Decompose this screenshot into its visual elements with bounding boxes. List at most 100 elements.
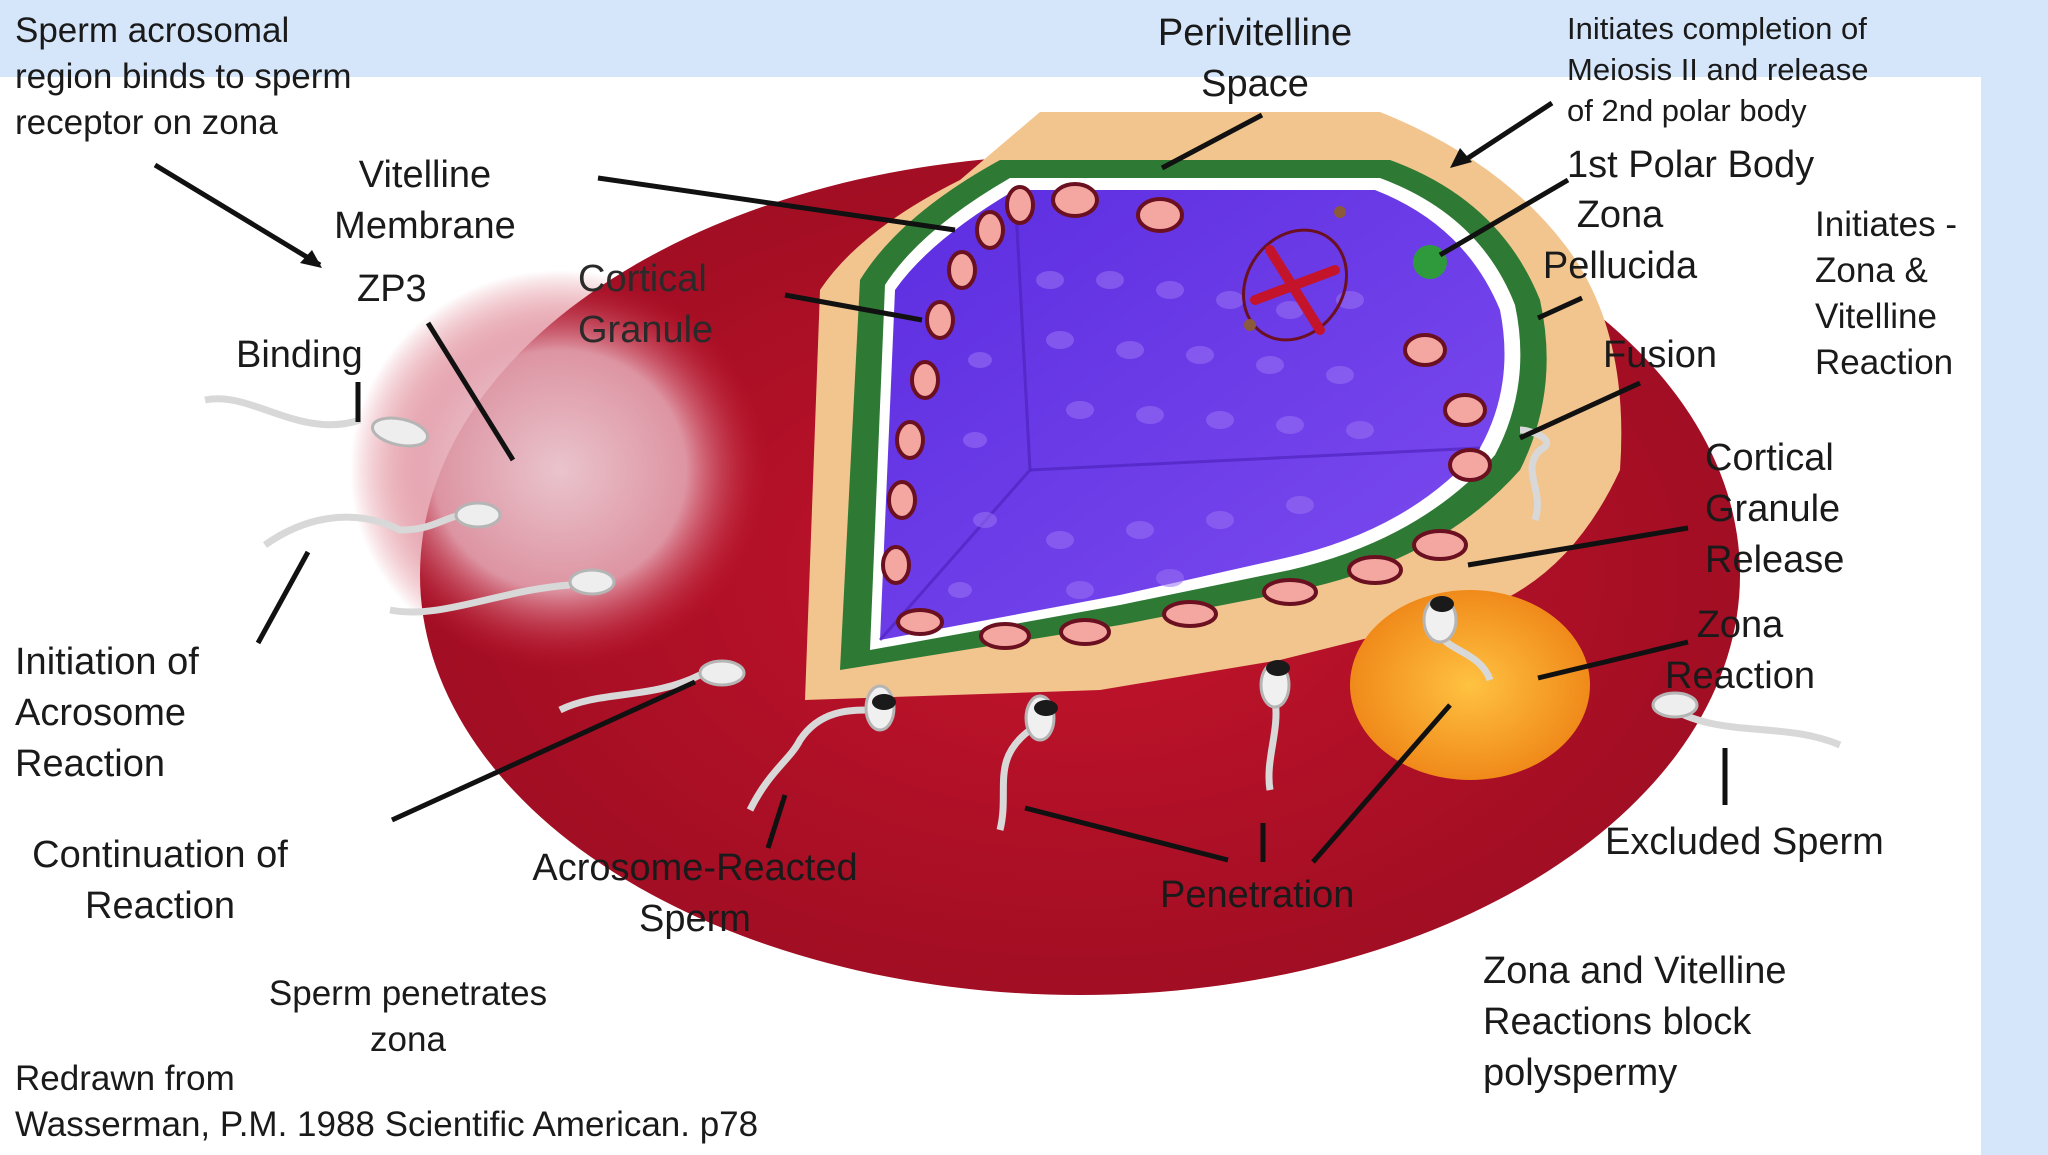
leader-line [1537,639,1689,681]
sperm-penetrates [558,659,746,714]
label-line: Initiation of [15,641,199,683]
sperm-binding [204,395,430,448]
label-line: Meiosis II and release [1567,52,1869,87]
label-line: Reaction [1815,343,1954,382]
label-line: Redrawn from [15,1059,235,1098]
sperm-penetration-1 [996,694,1058,831]
label-line: Reaction [1665,655,1815,697]
label-line: Sperm [639,898,751,940]
leader-line [765,794,788,849]
label-acrosome-reacted: Acrosome-Reacted Sperm [505,843,885,945]
cortical-granule [1347,555,1403,585]
label-zona-pellucida: Zona Pellucida [1520,190,1720,292]
label-line: zona [370,1020,446,1059]
sperm-excluded [1651,691,1842,749]
label-initiation-acrosome: Initiation of Acrosome Reaction [15,637,199,790]
leader-arrowhead [1450,148,1472,168]
sperm-penetration-2 [1259,660,1291,791]
polar-body [1413,245,1447,279]
label-line: Pellucida [1542,245,1698,287]
label-line: of 2nd polar body [1567,93,1807,128]
cortical-granule [910,360,940,400]
sperm-acrosome-reacted [746,684,896,812]
label-line: Acrosome [15,692,187,734]
label-sperm-acrosomal: Sperm acrosomal region binds to sperm re… [15,8,352,146]
label-line: Space [1201,63,1309,105]
leader-line [597,175,956,233]
label-penetration: Penetration [1160,874,1355,916]
label-sperm-penetrates: Sperm penetrates zona [238,971,578,1063]
cortical-granule [1262,578,1318,606]
label-line: Reaction [15,743,165,785]
zona-reaction-area [1350,590,1590,780]
label-line: Cortical [1705,437,1834,479]
label-line: polyspermy [1483,1052,1678,1094]
leader-lines [153,100,1728,864]
cortical-granule [925,300,955,340]
cortical-granule [1162,600,1218,628]
label-line: Granule [1705,488,1841,530]
label-line: Continuation of [32,834,288,876]
sperm-initiation [262,501,502,548]
cortical-granule [887,480,917,520]
cortical-granule [896,608,944,636]
cytoplasm-dots [948,271,1374,599]
leader-line [255,550,311,645]
label-line: Vitelline [1815,297,1937,336]
sperm-continuation [389,568,616,616]
cortical-granule [947,250,977,290]
label-line: Granule [578,309,714,351]
label-zona-reaction: Zona Reaction [1640,600,1840,702]
label-meiosis: Initiates completion of Meiosis II and r… [1567,8,1869,131]
cortical-granule [895,420,925,460]
leader-line [1311,703,1452,864]
label-line: receptor on zona [15,103,278,142]
cube-edge-floor [1029,446,1481,472]
label-line: Zona [1576,194,1664,236]
cortical-granule [881,545,911,585]
label-polar-body: 1st Polar Body [1567,144,1815,186]
label-line: Reactions block [1483,1001,1752,1043]
cortical-granule [1403,333,1447,367]
cortical-granule [1448,448,1492,482]
leader-line [425,321,516,462]
leader-line [1160,112,1264,171]
label-fusion: Fusion [1603,334,1718,376]
label-line: Initiates - [1815,205,1957,244]
label-cortical-granule-release: Cortical Granule Release [1705,433,1844,586]
leader-line [1438,177,1570,258]
label-binding: Binding [236,334,363,376]
label-excluded-sperm: Excluded Sperm [1605,821,1884,863]
leader-arrowhead [300,250,322,268]
cortical-granule [1059,618,1111,646]
label-line: Membrane [334,205,516,247]
leader-line [153,162,322,268]
label-line: Sperm penetrates [268,974,548,1013]
label-zona-vitelline-block: Zona and Vitelline Reactions block polys… [1483,946,1787,1099]
cortical-granule [1136,197,1184,233]
label-line: Release [1705,539,1845,581]
cortical-granules [881,182,1492,650]
label-initiates-reaction: Initiates - Zona & Vitelline Reaction [1815,202,1957,386]
label-vitelline-membrane: Vitelline Membrane [315,150,535,252]
label-cortical-granule: Cortical Granule [578,254,713,356]
sperm-zona-reaction [1422,596,1494,682]
label-continuation: Continuation of Reaction [10,830,310,932]
label-line: Reaction [85,885,235,927]
cortical-granule [1443,393,1487,427]
label-redrawn: Redrawn from Wasserman, P.M. 1988 Scient… [15,1056,758,1148]
top-band [0,0,2048,77]
leader-line [1460,100,1554,165]
cortical-granule [1412,529,1468,561]
label-line: Perivitelline [1157,12,1353,54]
label-line: Vitelline [358,154,492,196]
leader-line [390,679,697,823]
right-band [1981,0,2048,1155]
label-line: Zona & [1815,251,1928,290]
cortical-granule [979,622,1031,650]
label-line: Acrosome-Reacted [532,847,858,889]
cortical-granule [1051,182,1099,218]
leader-line [784,292,923,323]
label-zp3: ZP3 [357,268,427,310]
